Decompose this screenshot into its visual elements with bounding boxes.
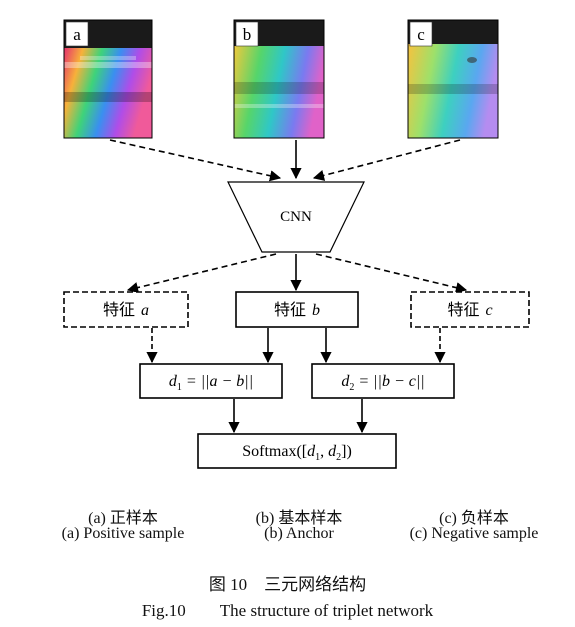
image-c-letter: c: [417, 25, 425, 44]
arrow-a-to-cnn: [109, 139, 282, 182]
label-positive-en: (a) Positive sample: [61, 525, 185, 542]
arrow-c-to-cnn: [312, 139, 461, 181]
svg-text:特征a: 特征 a: [103, 301, 149, 319]
softmax-node: Softmax([d1, d2]): [197, 433, 397, 469]
feature-c-var: c: [485, 302, 492, 319]
image-b-letter: b: [243, 25, 252, 44]
arrow-cnn-to-feature-c: [315, 253, 468, 294]
label-positive-zh: (a) 正样本: [88, 510, 158, 527]
softmax-s2: 2: [336, 452, 341, 463]
feature-b-prefix: 特征: [274, 301, 306, 319]
svg-text:特征b: 特征 b: [274, 301, 320, 319]
softmax-tail: ]): [341, 443, 352, 460]
image-c-negative-sample: c: [407, 19, 499, 139]
distance-node-d2: d2 = ||b − c||: [311, 363, 455, 399]
softmax-head: Softmax([: [242, 443, 307, 460]
softmax-d2: d: [328, 443, 337, 460]
figure-caption-zh: 图 10 三元网络结构: [208, 575, 367, 594]
label-anchor-zh: (b) 基本样本: [255, 510, 343, 527]
svg-text:特征c: 特征 c: [447, 301, 492, 319]
feature-b-var: b: [312, 302, 320, 319]
label-anchor-en: (b) Anchor: [264, 525, 334, 542]
image-b-anchor-sample: b: [233, 19, 325, 139]
label-negative-zh: (c) 负样本: [439, 510, 509, 527]
d2-sub: 2: [349, 382, 354, 393]
distance-node-d1: d1 = ||a − b||: [139, 363, 283, 399]
cnn-label: CNN: [280, 209, 312, 225]
softmax-sep: ,: [320, 443, 328, 460]
feature-node-b: 特征 b: [235, 291, 359, 328]
image-a-positive-sample: a: [63, 19, 153, 139]
d2-var: d: [341, 373, 350, 390]
svg-text:d1 = ||a − b||: d1 = ||a − b||: [169, 373, 253, 393]
softmax-d1: d: [307, 443, 316, 460]
feature-node-a: 特征 a: [63, 291, 189, 328]
d1-expr: = ||a − b||: [182, 373, 253, 390]
feature-a-prefix: 特征: [103, 301, 135, 319]
feature-node-c: 特征 c: [410, 291, 530, 328]
d1-var: d: [169, 373, 178, 390]
label-negative-en: (c) Negative sample: [409, 525, 539, 542]
svg-text:d2 = ||b − c||: d2 = ||b − c||: [341, 373, 424, 393]
feature-a-var: a: [141, 302, 149, 319]
image-a-letter: a: [73, 25, 81, 44]
softmax-s1: 1: [315, 452, 320, 463]
arrow-cnn-to-feature-a: [126, 253, 277, 294]
figure-caption-en: Fig.10 The structure of triplet network: [141, 601, 434, 620]
cnn-block: CNN: [227, 181, 365, 253]
feature-c-prefix: 特征: [447, 301, 479, 319]
d1-sub: 1: [177, 382, 182, 393]
svg-text:Softmax([d1, d2]): Softmax([d1, d2]): [242, 443, 352, 463]
d2-expr: = ||b − c||: [354, 373, 424, 390]
